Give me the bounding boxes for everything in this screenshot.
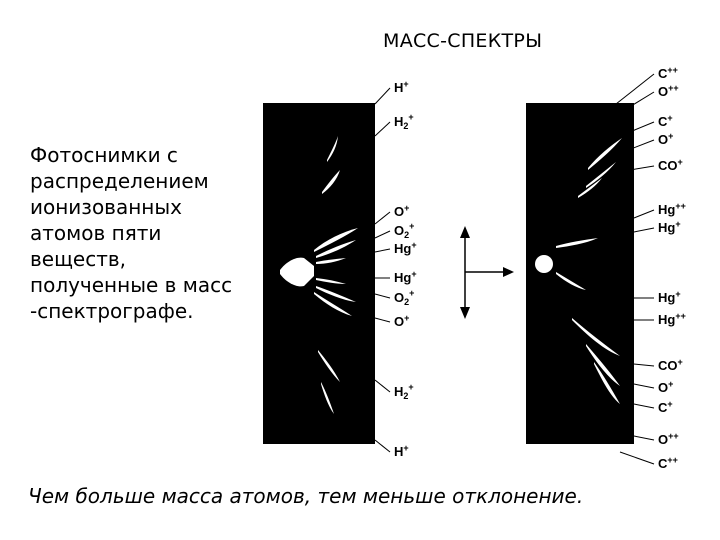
left-trace-o2-bottom — [316, 286, 356, 302]
left-ion-label: O+ — [394, 313, 409, 329]
leader-line — [633, 227, 655, 233]
right-ion-label: Hg++ — [658, 201, 686, 217]
left-trace-hg-top — [316, 258, 346, 264]
right-ion-label: C++ — [658, 65, 678, 81]
right-trace-hg2-top — [556, 238, 598, 248]
left-plate-labels: H+H2+O+O2+Hg+Hg+O2+O+H2+H+ — [374, 79, 417, 459]
leader-line — [619, 451, 655, 465]
left-ion-label: H+ — [394, 79, 409, 95]
right-ion-label: C++ — [658, 455, 678, 471]
left-trace-h2-top — [322, 170, 340, 194]
leader-line — [619, 121, 655, 137]
leader-line — [374, 121, 391, 137]
left-ion-label: O+ — [394, 203, 409, 219]
arrow-up-icon — [460, 226, 470, 238]
leader-line — [374, 87, 391, 105]
description-text: Фотоснимки с распределением ионизованных… — [30, 142, 270, 324]
description-line: Фотоснимки с — [30, 143, 178, 167]
left-ion-label: Hg+ — [394, 240, 417, 256]
right-trace-o-bottom — [586, 344, 620, 386]
description-line: -спектрографе. — [30, 299, 194, 323]
left-trace-h2-bottom — [318, 350, 340, 382]
right-ion-label: C+ — [658, 399, 673, 415]
page-title: МАСС-СПЕКТРЫ — [383, 30, 543, 52]
left-trace-h-bottom — [321, 382, 334, 414]
description-line: распределением — [30, 169, 209, 193]
left-trace-h-top — [327, 136, 338, 162]
right-plate-background — [526, 103, 634, 444]
leader-line — [374, 293, 391, 299]
right-trace-c-bottom — [594, 362, 620, 404]
description-line: атомов пяти — [30, 221, 162, 245]
left-spectrum-plate — [263, 103, 375, 444]
right-plate-labels: C++ O++ C+ O+ CO+ Hg++ Hg+ Hg+ Hg++ CO+ O+ C+ O++ C++ — [615, 65, 686, 471]
right-ion-label: O+ — [658, 379, 673, 395]
right-ion-label: CO+ — [658, 157, 683, 173]
leader-line — [374, 439, 391, 453]
leader-line — [615, 73, 655, 105]
leader-line — [617, 165, 655, 173]
left-ion-label: H2+ — [394, 112, 414, 131]
left-ion-label: O2+ — [394, 288, 414, 307]
left-trace-o-top — [314, 228, 358, 252]
leader-line — [633, 383, 655, 389]
right-ion-label: C+ — [658, 113, 673, 129]
leader-line — [374, 317, 391, 323]
right-central-spot — [535, 255, 553, 273]
left-ion-label: H2+ — [394, 382, 414, 401]
right-trace-c-top — [588, 138, 622, 170]
left-ion-label: O2+ — [394, 221, 414, 240]
leader-line — [617, 139, 655, 155]
arrow-right-icon — [503, 267, 514, 277]
field-direction-arrows — [460, 226, 514, 319]
leader-line — [374, 379, 391, 393]
right-ion-label: Hg+ — [658, 219, 681, 235]
leader-line — [633, 403, 655, 409]
caption-text: Чем больше масса атомов, тем меньше откл… — [28, 484, 584, 508]
description-line: полученные в масс — [30, 273, 233, 297]
left-ion-label: Hg+ — [394, 269, 417, 285]
left-ion-label: H+ — [394, 443, 409, 459]
right-ion-label: O++ — [658, 83, 679, 99]
right-ion-label: O+ — [658, 131, 673, 147]
leader-line — [374, 211, 391, 225]
left-trace-o-bottom — [314, 292, 352, 316]
right-trace-co-top — [578, 178, 602, 198]
left-trace-hg-bottom — [316, 278, 346, 284]
left-central-spot — [280, 257, 314, 287]
leader-line — [617, 91, 655, 115]
description-line: веществ, — [30, 247, 127, 271]
right-spectrum-plate — [526, 103, 634, 444]
leader-line — [633, 209, 655, 219]
right-ion-label: O++ — [658, 431, 679, 447]
leader-line — [374, 248, 391, 253]
right-trace-o-top — [586, 162, 616, 188]
right-ion-label: Hg+ — [658, 289, 681, 305]
left-trace-o2-top — [316, 240, 356, 258]
leader-line — [374, 230, 391, 239]
right-ion-label: Hg++ — [658, 311, 686, 327]
description-line: ионизованных — [30, 195, 183, 219]
arrow-down-icon — [460, 307, 470, 319]
left-plate-background — [263, 103, 375, 444]
right-trace-hg-bottom — [556, 272, 586, 290]
leader-line — [633, 435, 655, 441]
right-ion-label: CO+ — [658, 357, 683, 373]
leader-line — [633, 363, 655, 367]
